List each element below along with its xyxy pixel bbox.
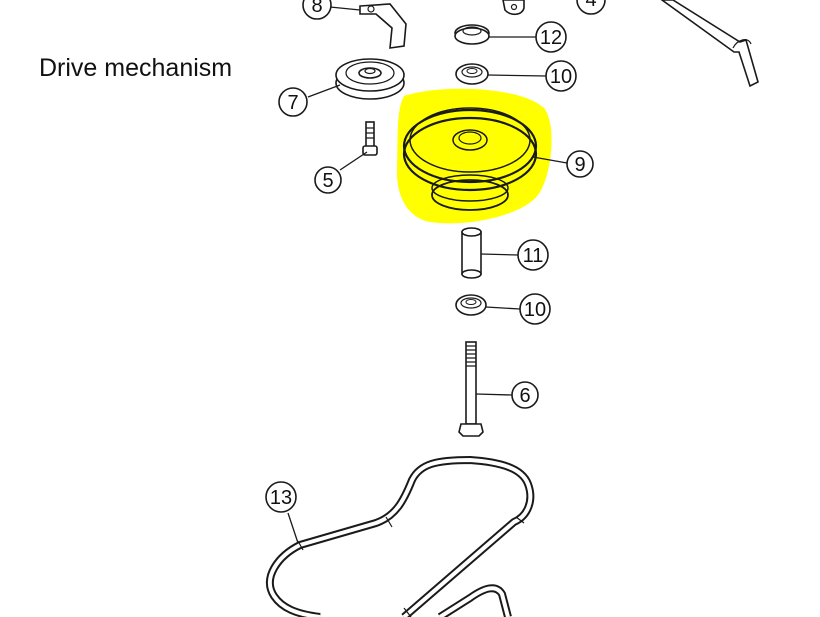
part-10-lower-bearing xyxy=(455,294,487,316)
part-7-idler-pulley xyxy=(335,58,405,100)
part-10-upper-bearing xyxy=(455,63,489,85)
callout-7: 7 xyxy=(278,87,308,117)
part-6-long-bolt xyxy=(458,341,484,437)
part-4-fragment xyxy=(502,0,525,16)
part-12-bushing xyxy=(454,24,490,45)
svg-text:7: 7 xyxy=(287,92,298,114)
leader-lines xyxy=(287,6,568,544)
callout-11: 11 xyxy=(517,239,549,271)
svg-text:4: 4 xyxy=(585,0,596,11)
svg-text:5: 5 xyxy=(322,170,333,192)
svg-text:13: 13 xyxy=(270,487,292,509)
shift-rod xyxy=(660,0,759,88)
part-13-v-belt xyxy=(265,456,535,617)
svg-text:9: 9 xyxy=(574,154,585,176)
callout-13: 13 xyxy=(265,481,297,513)
callout-10-upper: 10 xyxy=(545,60,577,92)
part-11-spacer xyxy=(461,227,482,279)
part-5-bolt xyxy=(362,121,378,156)
callout-8: 8 xyxy=(302,0,332,20)
part-9-drive-pulley xyxy=(402,107,538,211)
callout-6: 6 xyxy=(511,381,539,409)
svg-text:10: 10 xyxy=(524,299,546,321)
callout-5: 5 xyxy=(314,166,342,194)
callout-9: 9 xyxy=(566,150,594,178)
svg-text:12: 12 xyxy=(540,27,562,49)
callout-4: 4 xyxy=(576,0,606,15)
svg-text:11: 11 xyxy=(523,245,544,267)
part-8-bracket xyxy=(359,3,407,49)
svg-text:10: 10 xyxy=(550,66,572,88)
callout-10-lower: 10 xyxy=(519,293,551,325)
highlight-marker xyxy=(396,88,552,224)
diagram-title: Drive mechanism xyxy=(39,54,233,82)
callout-12: 12 xyxy=(535,21,567,53)
svg-text:8: 8 xyxy=(311,0,322,17)
svg-text:6: 6 xyxy=(519,385,530,407)
